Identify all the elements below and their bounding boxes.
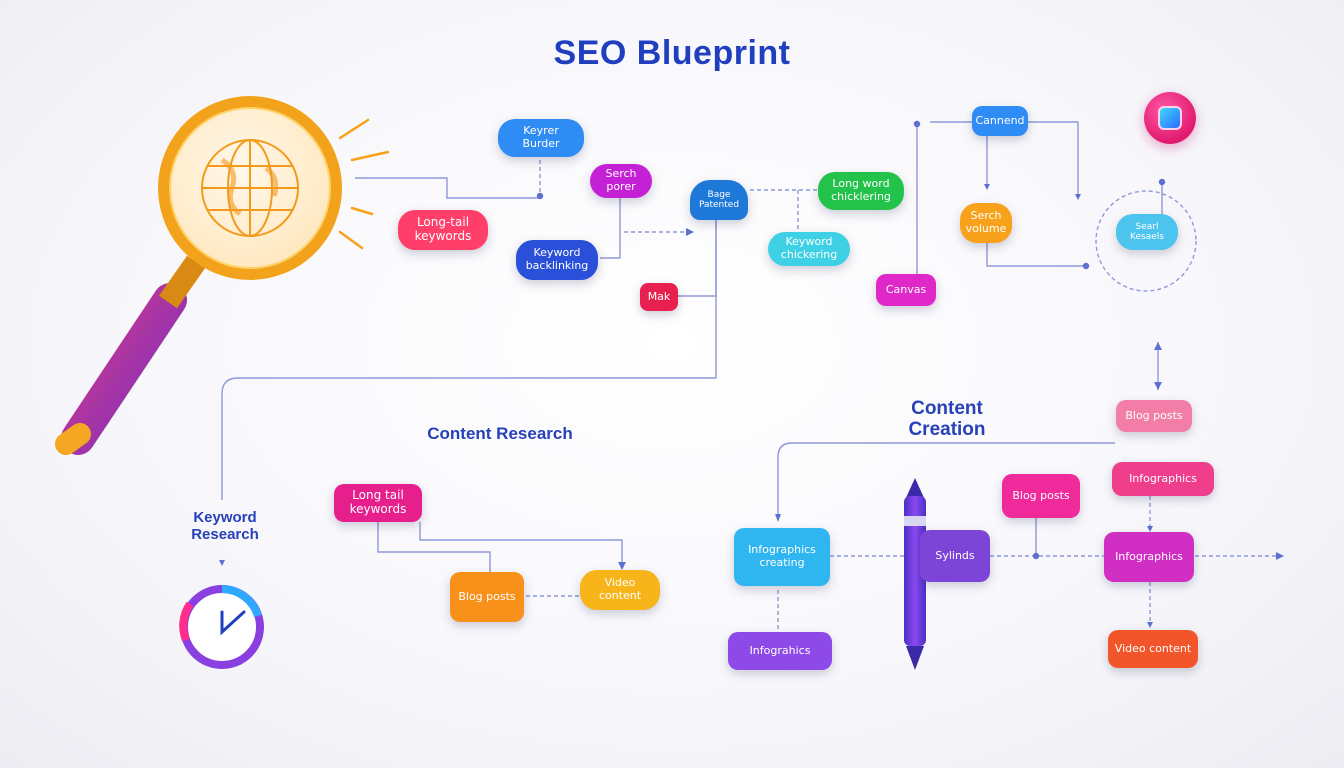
content-top-node[interactable]: Cannend [972, 106, 1028, 136]
infographics-creating-node[interactable]: Infographics creating [734, 528, 830, 586]
section-content-creation: Content Creation [908, 398, 986, 441]
globe-icon [201, 139, 299, 237]
canvas-node[interactable]: Canvas [876, 274, 936, 306]
magnifying-glass-icon [55, 96, 342, 455]
long-tail-keywords-top-node[interactable]: Long-tail keywords [398, 210, 488, 250]
long-word-checking-node[interactable]: Long word chicklering [818, 172, 904, 210]
blog-posts-mid-node[interactable]: Blog posts [450, 572, 524, 622]
search-power-node[interactable]: Serch porer [590, 164, 652, 198]
keyword-checking-node[interactable]: Keyword chickering [768, 232, 850, 266]
clock-icon [179, 585, 264, 669]
app-badge-icon [1144, 92, 1196, 144]
infograhics-node[interactable]: Infograhics [728, 632, 832, 670]
seed-keyword-node[interactable]: Searl Kesaels [1116, 214, 1178, 250]
section-keyword-research: Keyword Research [191, 509, 259, 543]
mak-node[interactable]: Mak [640, 283, 678, 311]
page-title: SEO Blueprint [553, 34, 791, 72]
infographics-top-node[interactable]: Infographics [1112, 462, 1214, 496]
blog-posts-right-node[interactable]: Blog posts [1002, 474, 1080, 518]
keyword-builder-node[interactable]: Keyrer Burder [498, 119, 584, 157]
section-content-research: Content Research [427, 424, 573, 443]
blog-posts-pink-node[interactable]: Blog posts [1116, 400, 1192, 432]
video-content-mid-node[interactable]: Video content [580, 570, 660, 610]
sylinds-node[interactable]: Sylinds [920, 530, 990, 582]
cloud-node[interactable]: Bage Patented [690, 180, 748, 220]
long-tail-keywords-mid-node[interactable]: Long tail keywords [334, 484, 422, 522]
pen-icon [904, 478, 926, 670]
search-volume-node[interactable]: Serch volume [960, 203, 1012, 243]
infographics-right-node[interactable]: Infographics [1104, 532, 1194, 582]
video-content-right-node[interactable]: Video content [1108, 630, 1198, 668]
keyword-backlinking-node[interactable]: Keyword backlinking [516, 240, 598, 280]
sun-rays [338, 118, 390, 250]
